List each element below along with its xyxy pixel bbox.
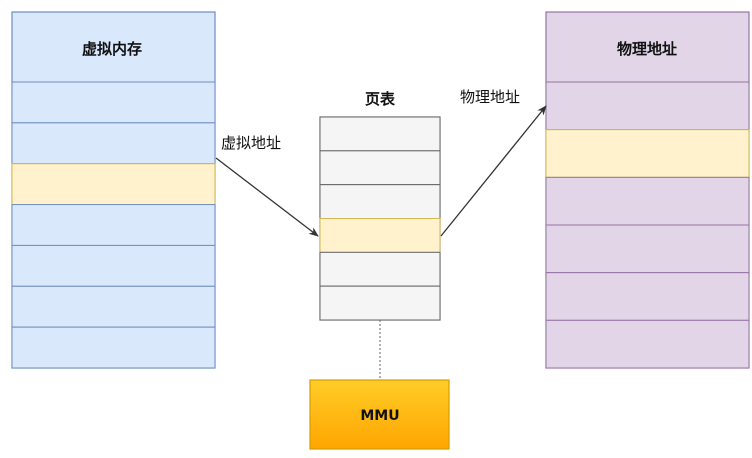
physical-memory-row — [545, 319, 750, 369]
virtual-memory-row — [11, 122, 216, 165]
page-table-title: 页表 — [365, 90, 396, 108]
physical-memory-highlight-row — [545, 129, 750, 178]
physical-memory-row — [545, 272, 750, 321]
page-table-row — [319, 184, 441, 220]
virtual-address-arrow — [215, 157, 319, 237]
virtual-memory-row — [11, 326, 216, 369]
mmu-box: MMU — [309, 379, 450, 450]
virtual-memory-row — [11, 244, 216, 287]
page-table-column: 页表 — [319, 90, 441, 321]
mmu-label: MMU — [360, 408, 399, 424]
page-table-row — [319, 285, 441, 321]
physical-memory-row — [545, 224, 750, 274]
virtual-address-label: 虚拟地址 — [221, 134, 281, 152]
page-table-highlight-row — [319, 218, 441, 253]
page-table-row — [319, 116, 441, 152]
virtual-memory-highlight-row — [11, 163, 216, 206]
physical-address-arrow — [440, 105, 547, 237]
virtual-memory-row — [11, 81, 216, 124]
virtual-memory-row — [11, 204, 216, 246]
virtual-memory-title: 虚拟内存 — [82, 40, 142, 58]
physical-memory-title: 物理地址 — [617, 40, 677, 58]
page-table-row — [319, 150, 441, 186]
physical-address-label: 物理地址 — [460, 88, 520, 106]
physical-memory-row — [545, 81, 750, 131]
physical-memory-column: 物理地址 — [545, 11, 750, 369]
virtual-memory-column: 虚拟内存 — [11, 11, 216, 369]
page-table-row — [319, 251, 441, 287]
virtual-memory-row — [11, 285, 216, 328]
physical-memory-row — [545, 176, 750, 226]
